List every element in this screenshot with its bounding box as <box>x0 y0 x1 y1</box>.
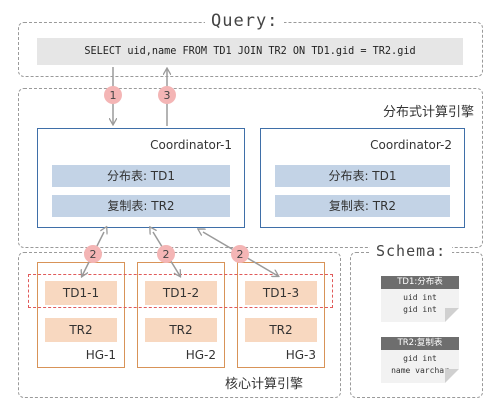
svg-text:3: 3 <box>164 89 171 102</box>
schema-tr2-name: TR2:复制表 <box>381 337 459 350</box>
coordinator-2-repl-table: 复制表: TR2 <box>275 195 450 217</box>
coordinator-1-dist-table: 分布表: TD1 <box>52 165 230 187</box>
page-fold-icon <box>445 369 459 383</box>
host-group-1: TD1-1 TR2 HG-1 <box>37 262 125 368</box>
host-group-3: TD1-3 TR2 HG-3 <box>237 262 325 368</box>
step-badge-2-hg3: 2 <box>231 245 249 263</box>
schema-table-td1: TD1:分布表 uid int gid int <box>381 276 459 322</box>
schema-td1-col-2: gid int <box>403 305 437 314</box>
schema-tr2-col-2: name varchar <box>391 366 449 375</box>
hg-1-replica: TR2 <box>45 318 117 342</box>
coordinator-1-title: Coordinator-1 <box>150 138 232 152</box>
step-badge-3: 3 <box>158 86 176 104</box>
core-engine-label: 核心计算引擎 <box>222 373 307 392</box>
hg-3-replica: TR2 <box>245 318 317 342</box>
coordinator-2: Coordinator-2 分布表: TD1 复制表: TR2 <box>260 128 465 228</box>
hg-1-shard: TD1-1 <box>45 281 117 305</box>
coordinator-2-dist-table: 分布表: TD1 <box>275 165 450 187</box>
hg-2-shard: TD1-2 <box>145 281 217 305</box>
svg-text:2: 2 <box>163 248 170 261</box>
sql-statement: SELECT uid,name FROM TD1 JOIN TR2 ON TD1… <box>37 38 463 65</box>
hg-2-replica: TR2 <box>145 318 217 342</box>
page-fold-icon <box>445 308 459 322</box>
hg-1-label: HG-1 <box>85 348 116 362</box>
schema-tr2-col-1: gid int <box>403 354 437 363</box>
svg-text:1: 1 <box>110 89 117 102</box>
svg-text:2: 2 <box>237 248 244 261</box>
host-group-2: TD1-2 TR2 HG-2 <box>137 262 225 368</box>
coordinator-2-title: Coordinator-2 <box>370 138 452 152</box>
hg-3-label: HG-3 <box>285 348 316 362</box>
distributed-engine-label: 分布式计算引擎 <box>379 101 477 120</box>
svg-text:2: 2 <box>90 248 97 261</box>
hg-2-label: HG-2 <box>185 348 216 362</box>
hg-3-shard: TD1-3 <box>245 281 317 305</box>
schema-title: Schema: <box>370 242 453 260</box>
step-badge-2-hg1: 2 <box>84 245 102 263</box>
schema-table-tr2: TR2:复制表 gid int name varchar <box>381 337 459 383</box>
coordinator-1-repl-table: 复制表: TR2 <box>52 195 230 217</box>
schema-td1-name: TD1:分布表 <box>381 276 459 289</box>
query-title: Query: <box>205 11 285 31</box>
coordinator-1: Coordinator-1 分布表: TD1 复制表: TR2 <box>37 128 245 228</box>
schema-td1-col-1: uid int <box>403 293 437 302</box>
step-badge-2-hg2: 2 <box>157 245 175 263</box>
step-badge-1: 1 <box>104 86 122 104</box>
